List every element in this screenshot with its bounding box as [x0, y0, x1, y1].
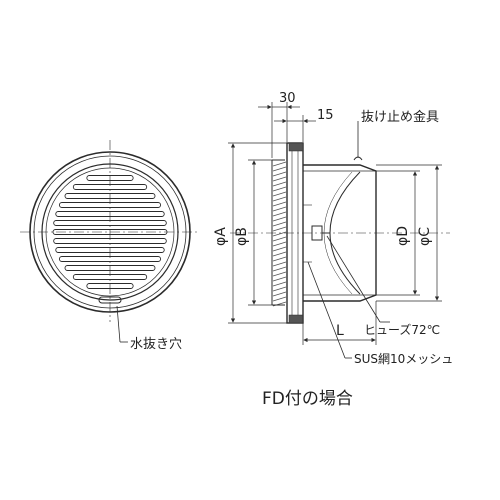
- hatch-line: [272, 296, 287, 302]
- caption: FD付の場合: [262, 389, 353, 409]
- hatch-line: [272, 181, 287, 187]
- hatch-line: [272, 236, 287, 242]
- hatch-line: [272, 171, 287, 177]
- hatch-line: [272, 256, 287, 262]
- louver-slat: [53, 238, 167, 244]
- hatch-line: [272, 261, 287, 267]
- mesh-label: SUS網10メッシュ: [354, 352, 453, 366]
- fd-damper-dome: [329, 171, 361, 295]
- hatch-line: [272, 226, 287, 232]
- louver-slat: [58, 202, 162, 208]
- hatch-line: [272, 286, 287, 292]
- bracket-callout: 抜け止め金具: [357, 109, 439, 158]
- hatch-line: [272, 241, 287, 247]
- drain-hole-slot: [98, 296, 122, 304]
- louver-slat: [72, 184, 148, 190]
- louver-slat: [53, 220, 167, 226]
- hatch-line: [272, 201, 287, 207]
- hatch-line: [272, 281, 287, 287]
- louver-slat: [64, 265, 156, 271]
- hatch-line: [272, 271, 287, 277]
- dim-phi-c-label: φC: [417, 227, 433, 246]
- hatch-line: [272, 266, 287, 272]
- louver-slat: [55, 211, 165, 217]
- hatch-line: [272, 216, 287, 222]
- side-view: [230, 142, 450, 324]
- hatch-line: [272, 161, 287, 167]
- dim-phi-b-label: φB: [234, 227, 250, 246]
- drain-hole-callout: 水抜き穴: [116, 305, 182, 352]
- louver-hatching: [272, 161, 287, 307]
- duct-body: [303, 164, 377, 302]
- hatch-line: [272, 221, 287, 227]
- hatch-line: [272, 206, 287, 212]
- dim-30-label: 30: [279, 91, 296, 106]
- dim-phi-d-label: φD: [395, 226, 411, 246]
- louver-slat: [58, 256, 162, 262]
- hatch-line: [272, 291, 287, 297]
- dimension-lines: [228, 102, 442, 345]
- hatch-line: [272, 231, 287, 237]
- louver-slat: [52, 229, 168, 235]
- retaining-bracket-label: 抜け止め金具: [361, 109, 439, 125]
- dim-15-label: 15: [317, 108, 334, 123]
- hatch-line: [272, 251, 287, 257]
- hatch-line: [272, 176, 287, 182]
- front-view: [20, 140, 200, 322]
- hatch-line: [272, 211, 287, 217]
- hatch-line: [272, 246, 287, 252]
- dim-phi-a-label: φA: [213, 227, 229, 246]
- fuse-callout: ヒューズ72℃: [326, 235, 440, 337]
- hatch-line: [272, 166, 287, 172]
- louver-slat: [86, 283, 134, 289]
- hatch-line: [272, 196, 287, 202]
- hatch-line: [272, 276, 287, 282]
- hatch-line: [272, 186, 287, 192]
- drain-hole-label: 水抜き穴: [130, 336, 182, 352]
- dim-l-label: L: [336, 323, 344, 339]
- fuse-label: ヒューズ72℃: [364, 322, 440, 337]
- louver-slat: [72, 274, 148, 280]
- louver-slat: [55, 247, 165, 253]
- mesh-callout: SUS網10メッシュ: [307, 261, 453, 366]
- louver-slat: [64, 193, 156, 199]
- louver-slats: [52, 175, 168, 289]
- hatch-line: [272, 191, 287, 197]
- louver-slat: [86, 175, 134, 181]
